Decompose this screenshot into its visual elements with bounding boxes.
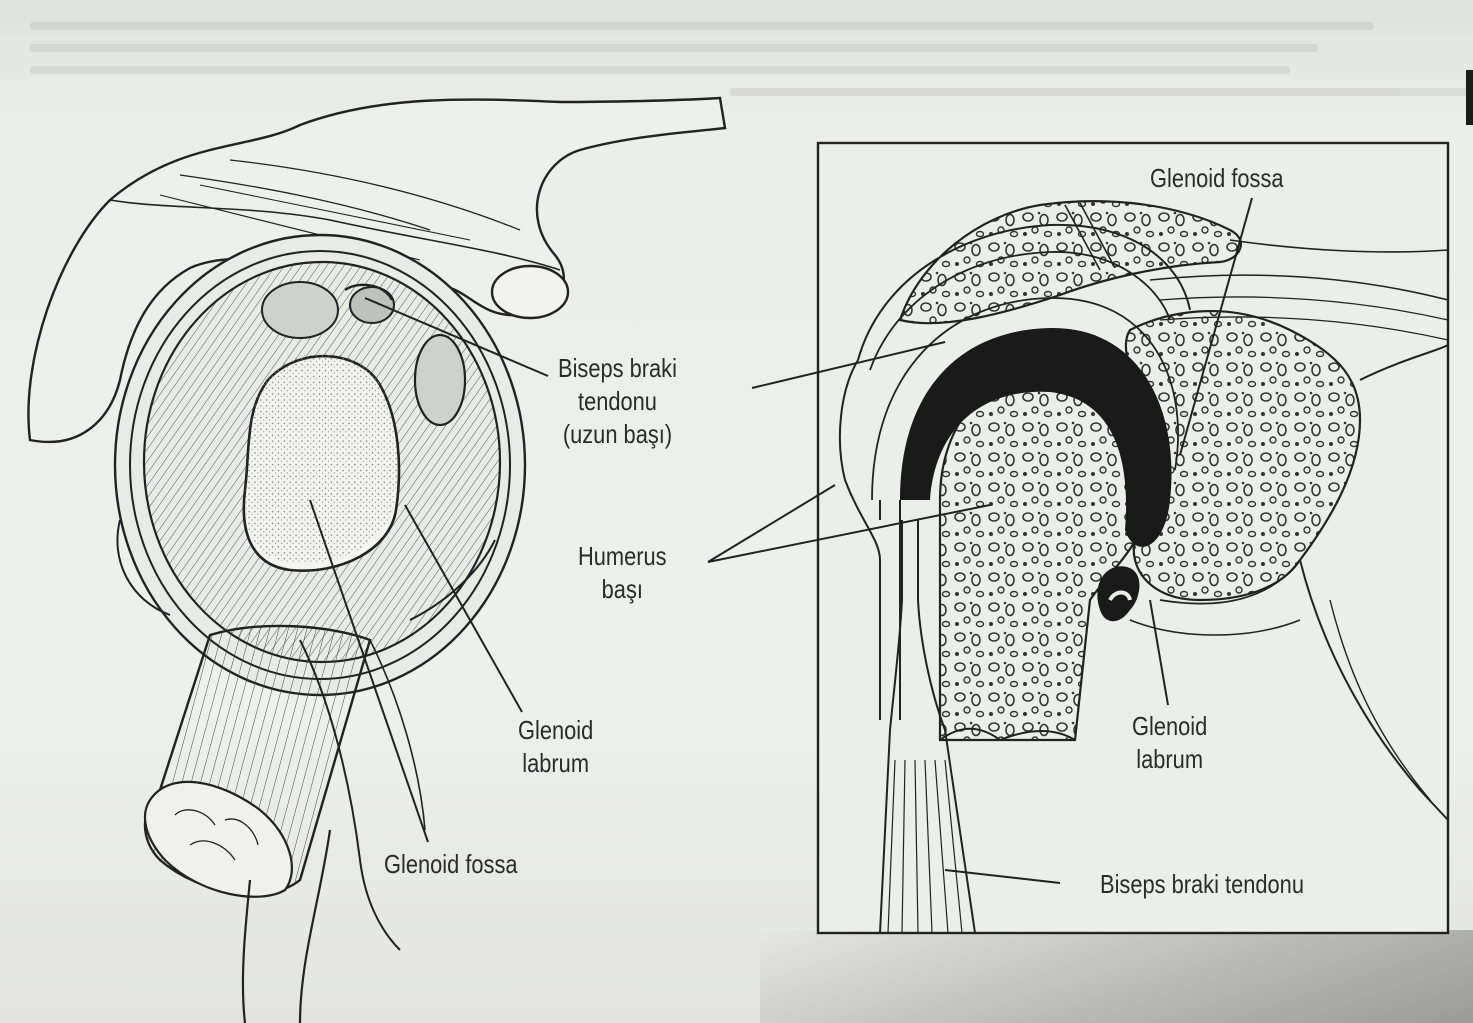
label-line: Humerus	[578, 540, 667, 573]
label-glenoid-labrum-left: Glenoid labrum	[518, 714, 593, 780]
leader-humerus-outer	[708, 485, 835, 562]
label-line: tendonu	[558, 385, 677, 418]
label-line: başı	[578, 573, 667, 606]
label-line: Biseps braki	[558, 352, 677, 385]
label-line: labrum	[518, 747, 593, 780]
label-humerus-head: Humerus başı	[578, 540, 667, 606]
label-glenoid-labrum-right: Glenoid labrum	[1132, 710, 1207, 776]
label-biceps-long-head: Biseps braki tendonu (uzun başı)	[558, 352, 677, 451]
label-glenoid-fossa-right: Glenoid fossa	[1150, 162, 1284, 195]
label-line: (uzun başı)	[558, 418, 677, 451]
label-glenoid-fossa-left: Glenoid fossa	[384, 848, 518, 881]
label-line: Glenoid	[1132, 710, 1207, 743]
right-section-drawing	[818, 143, 1448, 933]
label-line: labrum	[1132, 743, 1207, 776]
label-line: Glenoid	[518, 714, 593, 747]
label-biceps-tendon: Biseps braki tendonu	[1100, 868, 1304, 901]
